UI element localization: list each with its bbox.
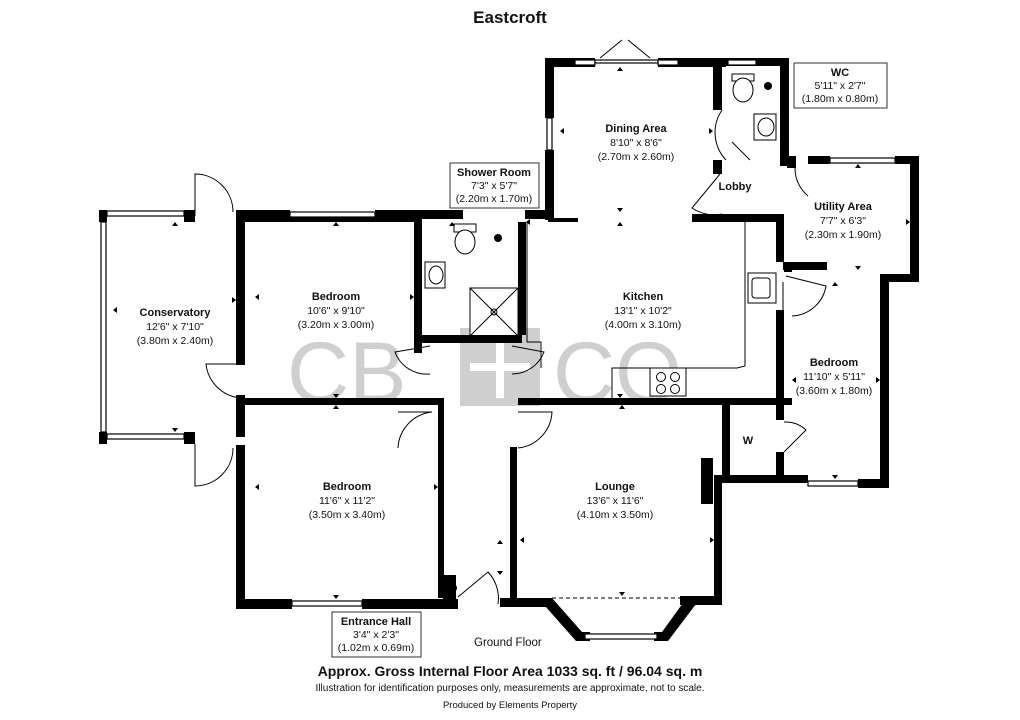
w-door [783, 421, 807, 453]
partition-line [526, 222, 542, 368]
window-dining-north-left [574, 59, 596, 66]
window-lounge-bay [584, 633, 658, 640]
room-metric-shower-room: (2.20m x 1.70m) [456, 193, 532, 205]
room-dim-bedroom-top: 10'6" x 9'10" [307, 305, 365, 317]
entrance-hall-label-box [331, 611, 422, 658]
plan-title: Eastcroft [473, 8, 547, 27]
room-labels: Conservatory 12'6" x 7'10" (3.80m x 2.40… [137, 62, 888, 658]
room-dim-wc: 5'11" x 2'7" [815, 80, 866, 92]
window-bedroom-top [289, 211, 376, 218]
hob-ring-icon [656, 384, 666, 394]
room-metric-bedroom-bottom: (3.50m x 3.40m) [309, 509, 385, 521]
room-name-w: W [743, 435, 754, 447]
window-conservatory-west [100, 221, 107, 433]
lounge-door [517, 411, 553, 449]
bedroom-right-door [785, 275, 827, 317]
room-dim-utility-area: 7'7" x 6'3" [820, 215, 866, 227]
conservatory-door-top [194, 173, 234, 216]
measurement-ticks [113, 67, 910, 599]
basin-bowl [428, 265, 444, 285]
room-metric-kitchen: (4.00m x 3.10m) [605, 319, 681, 331]
room-name-utility-area: Utility Area [814, 201, 873, 213]
hall-door [511, 345, 545, 375]
conservatory-door-bottom [194, 444, 234, 487]
floor-label: Ground Floor [474, 637, 542, 649]
french-door-opening [594, 59, 659, 64]
room-metric-utility-area: (2.30m x 1.90m) [805, 229, 881, 241]
watermark-left-text: CB [287, 325, 406, 421]
shower-drain-icon [490, 308, 498, 316]
front-door [457, 571, 499, 605]
wc-door-line [731, 141, 751, 161]
window-conservatory-south [106, 433, 185, 440]
room-dim-kitchen: 13'1" x 10'2" [614, 305, 672, 317]
room-name-shower-room: Shower Room [457, 167, 531, 179]
room-metric-bedroom-top: (3.20m x 3.00m) [298, 319, 374, 331]
hob-ring-icon [670, 372, 680, 382]
shower-tray-diag [469, 287, 519, 337]
hob-ring-icon [656, 372, 666, 382]
floor-area-text: Approx. Gross Internal Floor Area 1033 s… [317, 663, 703, 679]
room-name-bedroom-right: Bedroom [810, 357, 859, 369]
room-dim-bedroom-bottom: 11'6" x 11'2" [319, 495, 375, 507]
kitchen-sink-bowl [751, 277, 771, 299]
room-name-wc: WC [831, 67, 849, 79]
windows [100, 59, 896, 640]
room-metric-bedroom-right: (3.60m x 1.80m) [796, 385, 872, 397]
disclaimer-text: Illustration for identification purposes… [315, 683, 705, 694]
shower-head-icon [494, 234, 502, 242]
room-name-lobby: Lobby [719, 181, 753, 193]
shower-room-label-box [449, 162, 540, 209]
window-dining-west [546, 117, 553, 151]
room-name-entrance-hall: Entrance Hall [341, 616, 411, 628]
toilet-icon [454, 229, 476, 255]
room-metric-lounge: (4.10m x 3.50m) [577, 509, 653, 521]
hob-ring-icon [670, 384, 680, 394]
window-conservatory-north [106, 210, 185, 217]
producer-credit: Produced by Elements Property [442, 700, 578, 711]
room-dim-bedroom-right: 11'10" x 5'11" [803, 371, 865, 383]
shower-door [394, 345, 431, 375]
watermark-cross-h [470, 363, 530, 371]
room-dim-lounge: 13'6" x 11'6" [587, 495, 644, 507]
window-wc [727, 59, 757, 66]
room-metric-dining-area: (2.70m x 2.60m) [598, 151, 674, 163]
bedroom-door-left [205, 363, 245, 399]
hob [649, 367, 687, 397]
french-doors [599, 39, 651, 59]
utility-door [794, 167, 809, 197]
lobby-door [691, 173, 723, 216]
room-name-bedroom-top: Bedroom [312, 291, 361, 303]
room-dim-conservatory: 12'6" x 7'10" [146, 321, 204, 333]
room-name-dining-area: Dining Area [605, 123, 667, 135]
window-dining-north-right [657, 59, 679, 66]
room-name-kitchen: Kitchen [623, 291, 664, 303]
door-swings [194, 39, 827, 605]
room-dim-shower-room: 7'3" x 5'7" [471, 180, 517, 192]
room-dim-entrance-hall: 3'4" x 2'3" [353, 629, 399, 641]
window-bedroom-bottom [291, 600, 363, 607]
room-metric-conservatory: (3.80m x 2.40m) [137, 335, 213, 347]
room-name-lounge: Lounge [595, 481, 635, 493]
wc-basin-bowl [757, 117, 775, 137]
walls [99, 58, 919, 641]
room-metric-wc: (1.80m x 0.80m) [802, 93, 878, 105]
bedroom-door-hall [397, 411, 433, 449]
wc-lobby-door [714, 109, 727, 161]
room-metric-entrance-hall: (1.02m x 0.69m) [338, 642, 414, 654]
wc-fitting-icon [764, 82, 772, 90]
room-dim-dining-area: 8'10" x 8'6" [610, 137, 662, 149]
room-name-conservatory: Conservatory [140, 307, 212, 319]
thin-lines [424, 73, 784, 592]
wc-label-box [793, 62, 888, 109]
wc-toilet-icon [732, 77, 754, 103]
window-bedroom-right [807, 480, 859, 487]
kitchen-worktop-outline [611, 222, 746, 400]
window-utility [829, 157, 896, 164]
room-name-bedroom-bottom: Bedroom [323, 481, 372, 493]
